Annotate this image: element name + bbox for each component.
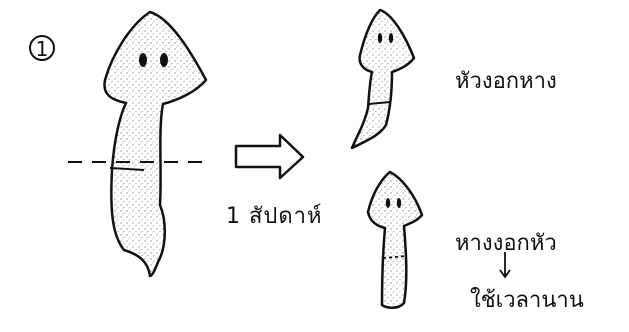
- whole-planarian: [104, 12, 206, 276]
- tail-fragment-regrown: [368, 172, 422, 308]
- tail-fragment-body: [368, 172, 422, 308]
- head-fragment-regrown: [352, 10, 414, 148]
- head-fragment-body: [352, 10, 414, 148]
- whole-planarian-left-eye: [139, 53, 147, 67]
- bottom-result-label: หางงอกหัว: [455, 225, 557, 260]
- bottom-result-note: ใช้เวลานาน: [470, 282, 584, 317]
- head-fragment-left-eye: [378, 33, 382, 43]
- whole-planarian-right-eye: [160, 53, 168, 67]
- tail-fragment-left-eye: [386, 198, 390, 208]
- top-result-label: หัวงอกหาง: [455, 63, 557, 98]
- whole-planarian-body: [104, 12, 206, 276]
- transformation-arrow: [236, 135, 303, 178]
- arrow-caption: 1 สัปดาห์: [226, 198, 323, 233]
- step-number: 1: [31, 37, 53, 61]
- tail-fragment-right-eye: [397, 198, 401, 208]
- head-fragment-right-eye: [389, 33, 393, 43]
